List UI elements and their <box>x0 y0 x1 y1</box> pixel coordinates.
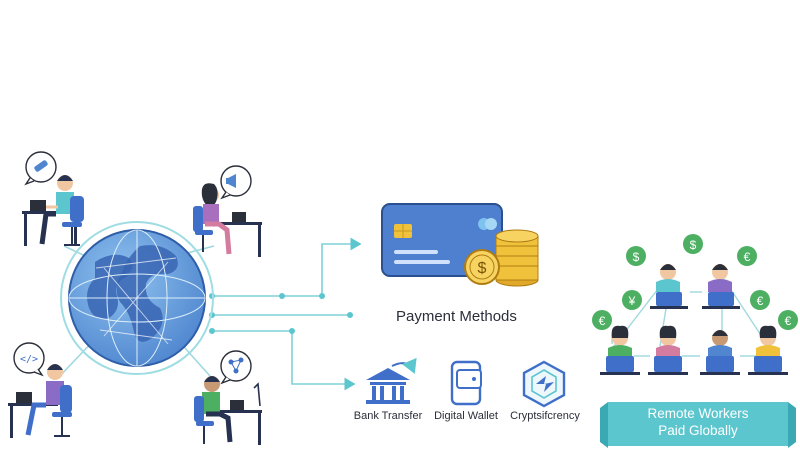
currency-badge-euro: € <box>778 310 798 330</box>
svg-text:$: $ <box>633 250 640 264</box>
worker-developer-top-left <box>22 151 84 246</box>
banner-line-1: Remote Workers <box>647 406 749 421</box>
speech-bubble-network-icon <box>220 350 252 385</box>
bank-icon <box>366 357 417 404</box>
currency-badge-euro: € <box>750 290 770 310</box>
worker-avatar <box>648 325 688 375</box>
svg-text:</>: </> <box>20 354 38 365</box>
coin-stack-icon: $ <box>464 229 539 287</box>
globe-icon <box>60 221 214 375</box>
worker-designer-bottom-right <box>194 350 262 445</box>
worker-avatar <box>700 330 740 375</box>
banner-ribbon <box>600 402 796 448</box>
currency-badge-dollar: $ <box>683 234 703 254</box>
svg-text:¥: ¥ <box>628 294 636 308</box>
remote-network-arrows <box>611 275 769 357</box>
svg-text:€: € <box>744 250 751 264</box>
digital-wallet-label: Digital Wallet <box>434 410 498 422</box>
svg-text:€: € <box>757 294 764 308</box>
speech-bubble-megaphone-icon <box>220 165 252 200</box>
worker-avatar <box>702 264 740 309</box>
cryptocurrency-label: Cryptsifcrency <box>510 410 580 422</box>
banner-text: Remote Workers Paid Globally <box>608 405 788 439</box>
worker-avatar <box>650 264 688 309</box>
speech-bubble-code-icon: </> <box>13 342 45 377</box>
speech-bubble-pen-icon <box>24 151 57 186</box>
banner-line-2: Paid Globally <box>658 423 738 438</box>
worker-marketer-top-right <box>193 165 262 257</box>
connection-dots <box>209 293 353 334</box>
currency-badge-euro: € <box>592 310 612 330</box>
digital-wallet-icon <box>450 360 482 406</box>
currency-badge-euro: € <box>737 246 757 266</box>
cryptocurrency-icon <box>522 360 566 408</box>
worker-coder-bottom-left: </> <box>8 342 72 438</box>
worker-avatar <box>600 325 640 375</box>
svg-text:$: $ <box>690 238 697 252</box>
bank-transfer-label: Bank Transfer <box>353 410 423 422</box>
currency-badge-dollar: $ <box>626 246 646 266</box>
svg-text:$: $ <box>478 260 487 277</box>
svg-text:€: € <box>599 314 606 328</box>
currency-badge-yen: ¥ <box>622 290 642 310</box>
svg-text:€: € <box>785 314 792 328</box>
worker-avatar <box>748 325 788 375</box>
payment-methods-title: Payment Methods <box>396 308 517 325</box>
